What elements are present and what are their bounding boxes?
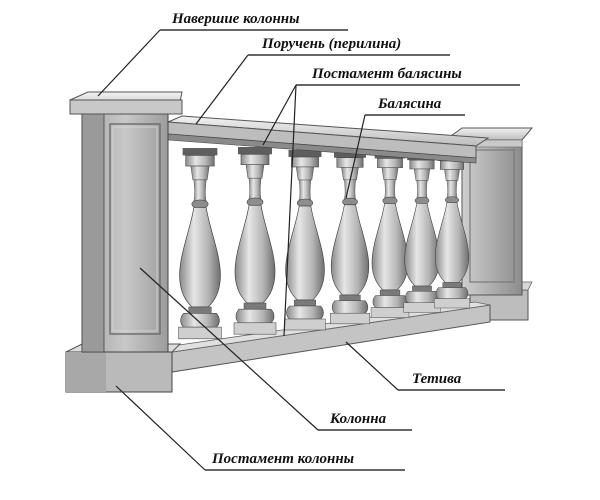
leader-lines bbox=[97, 29, 399, 471]
label-underlines bbox=[160, 29, 520, 471]
label-baluster-base: Постамент балясины bbox=[312, 66, 462, 82]
label-column: Колонна bbox=[330, 411, 387, 427]
label-column-base: Постамент колонны bbox=[212, 451, 355, 467]
balusters bbox=[178, 146, 470, 340]
left-column bbox=[65, 91, 183, 393]
label-string: Тетива bbox=[412, 371, 462, 387]
label-baluster: Балясина bbox=[378, 96, 442, 112]
handrail bbox=[167, 115, 490, 164]
label-capital: Навершие колонны bbox=[172, 11, 300, 27]
label-handrail: Поручень (перилина) bbox=[262, 36, 402, 52]
